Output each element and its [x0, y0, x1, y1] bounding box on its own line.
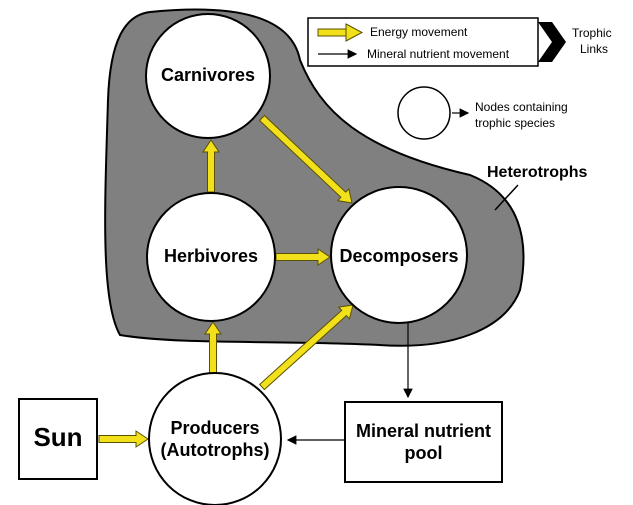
herbivores-node	[146, 192, 276, 322]
heterotrophs-pointer	[494, 184, 519, 211]
decomposers-label: Decomposers	[339, 246, 459, 266]
mineral-pool-label-line1: Mineral nutrient	[355, 421, 491, 441]
sun-box	[18, 398, 98, 480]
sun-to-producers-arrow	[98, 430, 149, 448]
producers-node	[148, 372, 282, 505]
carnivores-node	[145, 13, 271, 139]
carnivores-to-decomposers-arrow	[258, 114, 353, 204]
legend-trophic-links-line2: Links	[580, 42, 609, 56]
herbivores-to-carnivores-arrow	[202, 139, 220, 193]
legend-node-circle	[397, 86, 451, 140]
legend-nodes-line1: Nodes containing	[475, 100, 568, 114]
herbivores-to-decomposers-arrow	[275, 248, 331, 266]
trophic-links-chevron	[538, 22, 566, 62]
legend-mineral-label: Mineral nutrient movement	[367, 47, 510, 61]
mineral-pool-label-line2: pool	[404, 443, 443, 463]
legend-energy-label: Energy movement	[370, 25, 468, 39]
producers-to-decomposers-arrow	[258, 304, 354, 391]
sun-label: Sun	[33, 422, 83, 452]
heterotrophs-label: Heterotrophs	[487, 164, 588, 181]
producers-label-line1: Producers	[170, 418, 260, 438]
producers-to-herbivores-arrow	[204, 321, 222, 374]
decomposers-node	[330, 186, 468, 324]
carnivores-label: Carnivores	[160, 65, 256, 85]
producers-label-line2: (Autotrophs)	[160, 440, 270, 460]
legend-trophic-links-line1: Trophic	[572, 26, 612, 40]
mineral-pool-box	[344, 401, 503, 483]
herbivores-label: Herbivores	[163, 246, 259, 266]
legend-energy-arrow	[317, 23, 364, 42]
legend-nodes-line2: trophic species	[475, 116, 556, 130]
